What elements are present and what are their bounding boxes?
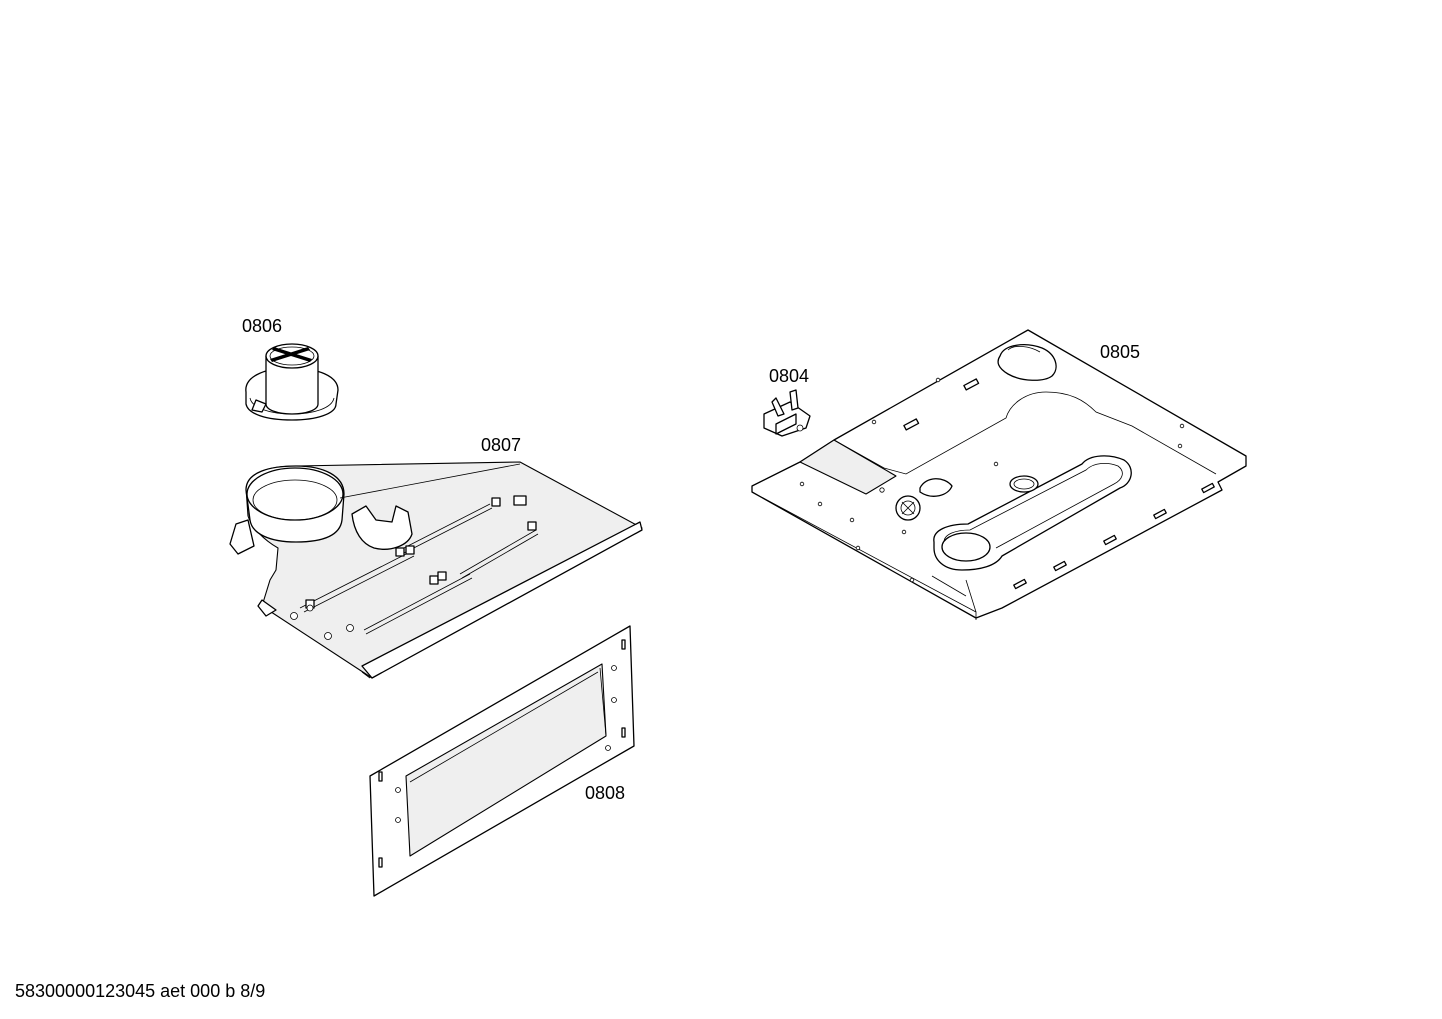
drawing-reference: 58300000123045 aet 000 b 8/9 (15, 981, 266, 1001)
part-0805-drawing[interactable] (751, 329, 1247, 620)
part-0804-drawing[interactable] (763, 389, 811, 437)
callout-0807: 0807 (481, 435, 522, 455)
part-0806-drawing[interactable] (245, 343, 339, 421)
part-0808-drawing[interactable] (369, 625, 635, 897)
part-0807-drawing[interactable] (229, 461, 643, 679)
callout-0808: 0808 (585, 783, 626, 803)
callout-0804: 0804 (769, 366, 810, 386)
callout-0805: 0805 (1100, 342, 1141, 362)
callout-0806: 0806 (242, 316, 283, 336)
